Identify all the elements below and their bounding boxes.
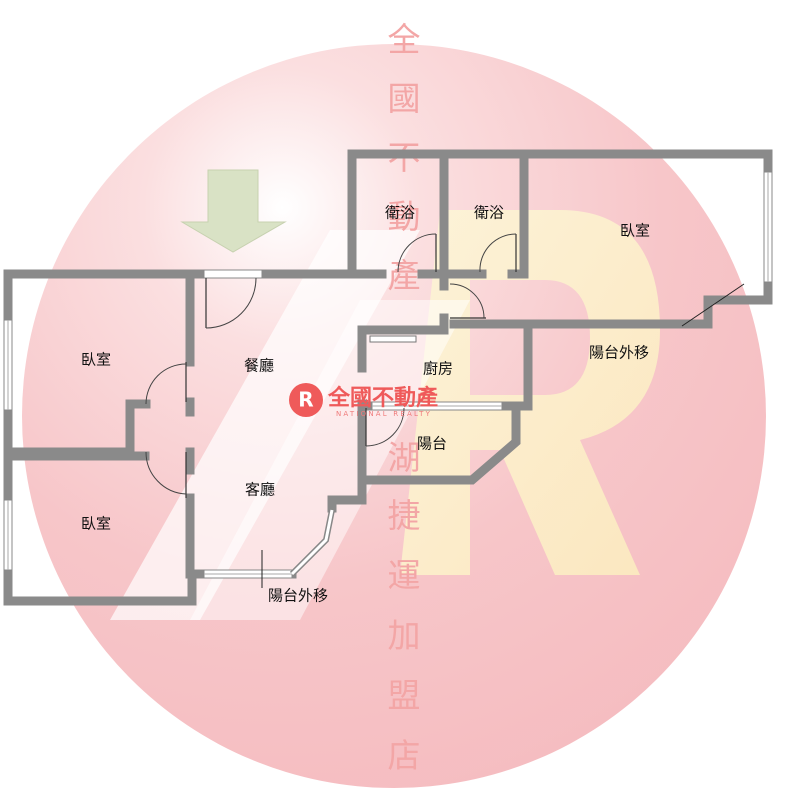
room-label-living: 客廳 [245,481,275,499]
watermark-char: 店 [388,736,421,775]
watermark-char: 盟 [388,676,421,715]
brand-logo: R 全國不動產 NATIONAL REALTY [289,383,438,418]
watermark-char: 加 [388,616,421,655]
watermark-char: 動 [388,197,421,236]
room-label-balcony: 陽台 [417,435,447,453]
sliding-door [369,335,417,343]
room-label-dining: 餐廳 [244,357,274,375]
leader-line [681,283,745,327]
logo-mark-icon [289,383,323,417]
room-label-bedroom-left-bottom: 臥室 [81,515,111,533]
logo-mark-letter: R [298,388,313,412]
watermark-slash [190,300,470,620]
room-label-bath-2: 衛浴 [474,204,504,222]
room-label-bedroom-left-top: 臥室 [81,351,111,369]
room-label-bedroom-right: 臥室 [620,222,650,240]
room-label-bath-1: 衛浴 [385,204,415,222]
watermark-char: 捷 [388,496,421,535]
logo-text-en: NATIONAL REALTY [336,410,432,418]
watermark-char: 運 [388,556,421,595]
note-balcony-moved-bottom: 陽台外移 [268,587,328,605]
note-balcony-moved-right: 陽台外移 [589,344,649,362]
logo-text-cn: 全國不動產 [327,385,438,411]
watermark-char: 產 [388,256,421,295]
windows [3,171,773,579]
room-label-kitchen: 廚房 [423,360,453,378]
doors [145,233,517,498]
entrance-door [203,269,263,279]
watermark-char: 湖 [388,438,421,477]
down-arrow-icon [180,169,287,253]
watermark-char: 國 [388,79,421,118]
watermark-char: 全 [388,20,421,59]
walls [3,149,773,606]
